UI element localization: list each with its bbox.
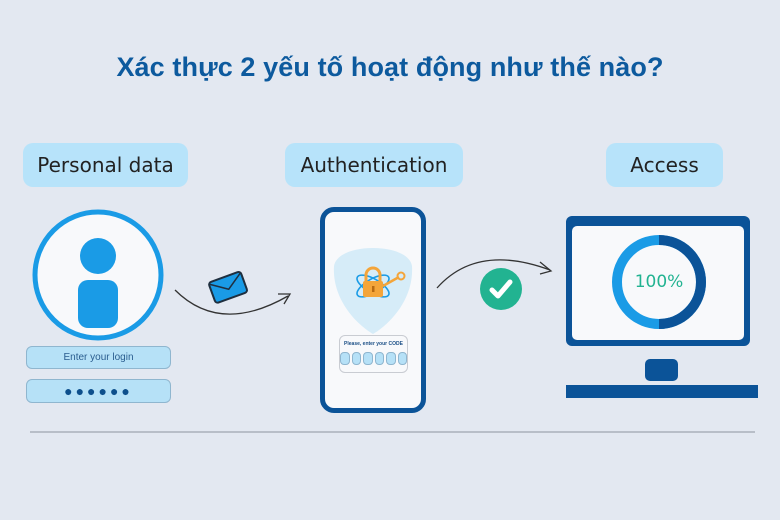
code-digit[interactable] — [351, 352, 361, 365]
code-digit[interactable] — [340, 352, 350, 365]
monitor-screen: 100% — [572, 226, 744, 340]
monitor-base — [566, 385, 758, 398]
progress-text: 100% — [634, 272, 684, 292]
step-label-authentication: Authentication — [285, 143, 463, 187]
code-entry-box: Please, enter your CODE — [339, 335, 408, 373]
user-avatar-icon — [32, 209, 164, 341]
progress-ring-icon — [612, 235, 706, 329]
code-digit[interactable] — [363, 352, 373, 365]
envelope-icon — [208, 271, 248, 304]
step-label-access: Access — [606, 143, 723, 187]
divider-line — [30, 431, 755, 433]
code-digit[interactable] — [397, 352, 407, 365]
arrow-personal-to-auth-icon — [174, 289, 292, 315]
code-digit-fields[interactable] — [340, 352, 407, 365]
password-input[interactable]: ●●●●●● — [26, 379, 171, 403]
phone-device: Please, enter your CODE — [320, 207, 426, 413]
login-placeholder: Enter your login — [63, 352, 134, 363]
code-prompt: Please, enter your CODE — [344, 341, 403, 347]
step-label-personal-data: Personal data — [23, 143, 188, 187]
lock-key-icon — [356, 266, 406, 298]
arrow-auth-to-access-icon — [436, 259, 553, 289]
login-input[interactable]: Enter your login — [26, 346, 171, 369]
password-mask: ●●●●●● — [64, 383, 133, 399]
page-title: Xác thực 2 yếu tố hoạt động như thế nào? — [116, 52, 664, 82]
code-digit[interactable] — [374, 352, 384, 365]
check-circle-icon — [480, 268, 522, 310]
monitor-device: 100% — [566, 216, 750, 346]
monitor-stand — [645, 359, 678, 381]
code-digit[interactable] — [386, 352, 396, 365]
